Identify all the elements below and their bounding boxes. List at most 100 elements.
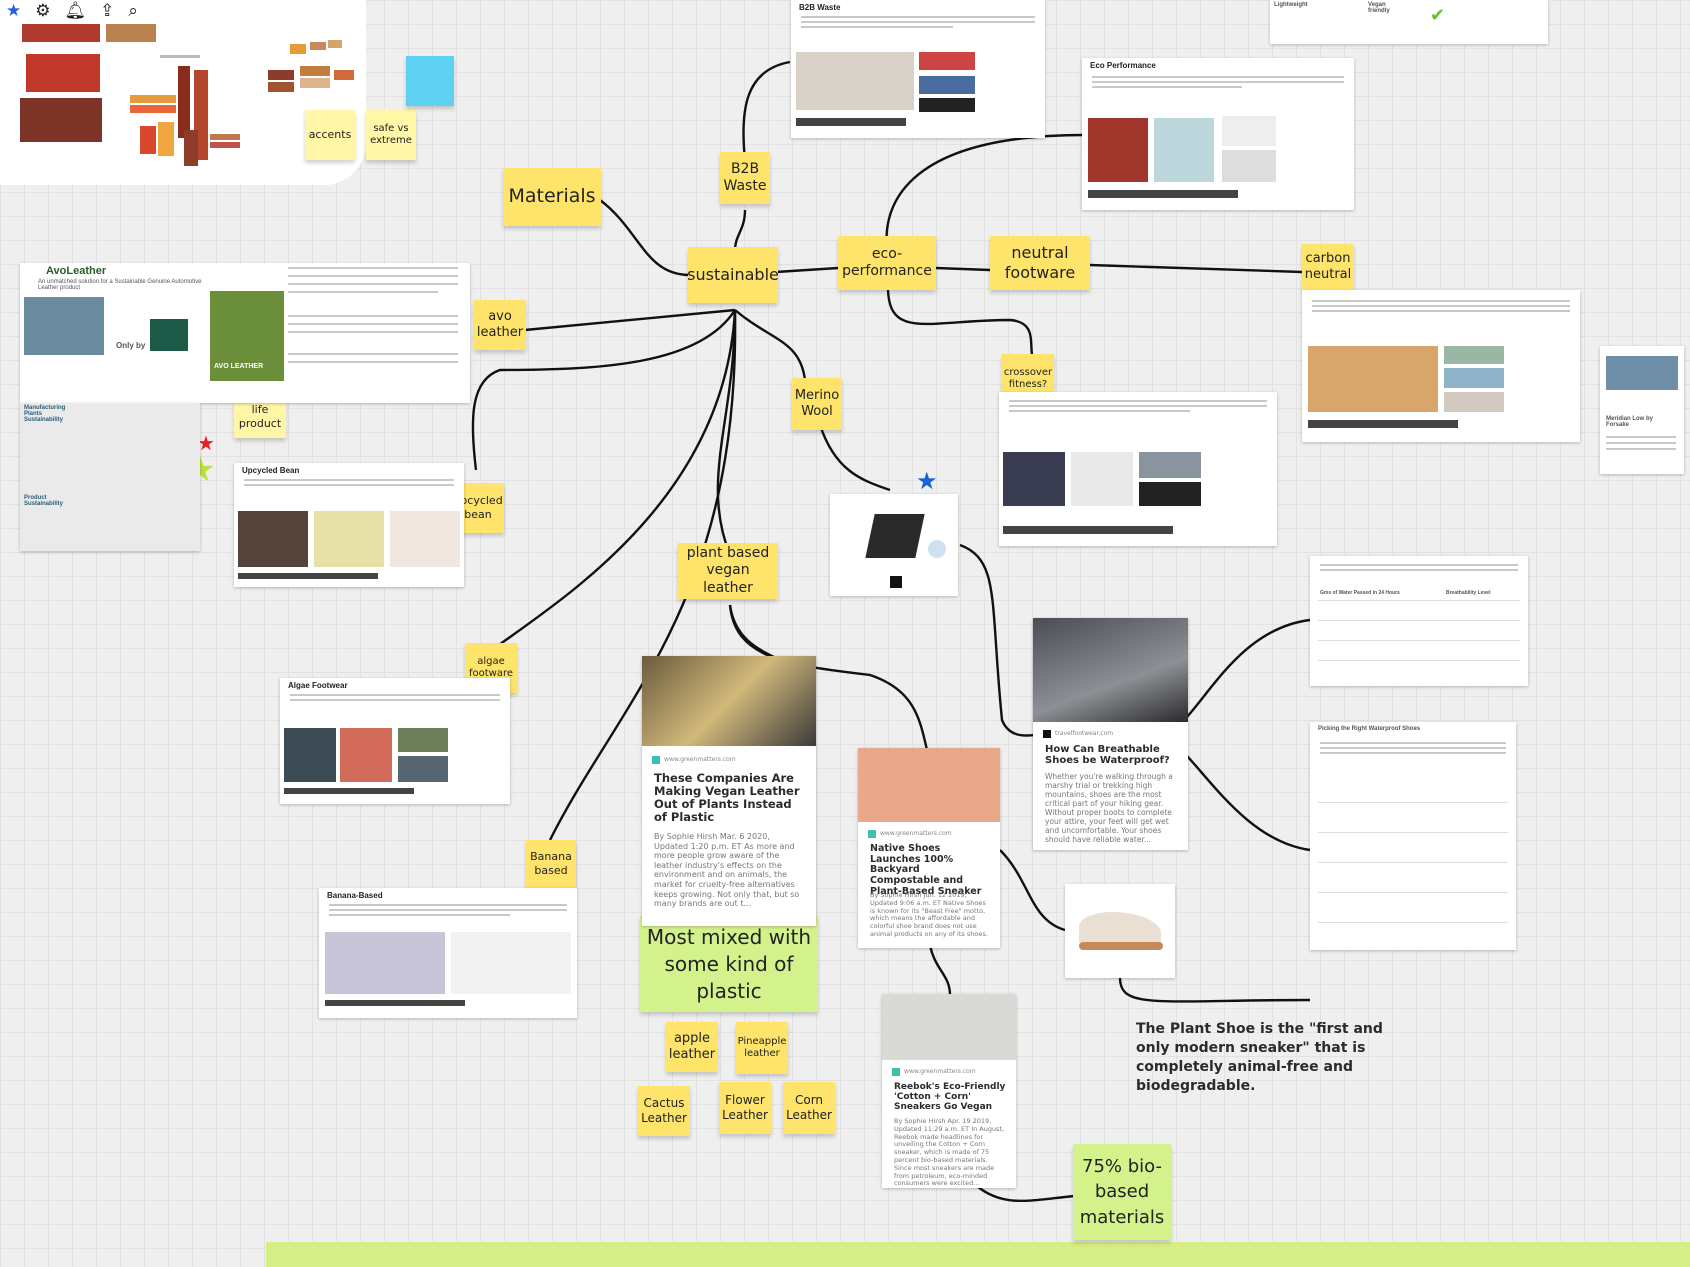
card-breathability-table[interactable]: Gms of Water Passed in 24 Hours Breathab… xyxy=(1310,556,1528,686)
card-merino-diagram[interactable] xyxy=(830,494,958,596)
avo-subtitle: An unmatched solution for a Sustainable … xyxy=(38,279,202,291)
card-top-right-features[interactable]: Lightweight Vegan friendly ✔ xyxy=(1270,0,1548,44)
article-vegan-leather[interactable]: www.greenmatters.com These Companies Are… xyxy=(642,656,816,926)
article-image xyxy=(858,748,1000,822)
sticky-banana-based[interactable]: Banana based xyxy=(526,840,576,888)
sticky-carbon-neutral[interactable]: carbon neutral xyxy=(1302,244,1354,290)
collage-image xyxy=(22,24,100,42)
connector xyxy=(935,266,991,272)
sticky-avo-leather[interactable]: avo leather xyxy=(474,300,526,350)
sticky-blue-note[interactable] xyxy=(406,56,454,106)
sticky-most-mixed-plastic[interactable]: Most mixed with some kind of plastic xyxy=(640,916,818,1012)
collage-bar xyxy=(130,95,176,103)
sticky-materials[interactable]: Materials xyxy=(503,168,601,226)
article-title: How Can Breathable Shoes be Waterproof? xyxy=(1045,744,1170,767)
connector xyxy=(818,424,891,492)
connector xyxy=(599,199,691,277)
layer-diagram xyxy=(928,540,946,558)
article-breathable-waterproof[interactable]: travelfootwear.com How Can Breathable Sh… xyxy=(1033,618,1188,850)
connector xyxy=(775,266,839,274)
sticky-cactus-leather[interactable]: Cactus Leather xyxy=(638,1086,690,1136)
connector xyxy=(733,209,747,251)
table-header-water: Gms of Water Passed in 24 Hours xyxy=(1320,590,1400,596)
article-body: Whether you're walking through a marshy … xyxy=(1045,772,1173,844)
card-photo xyxy=(238,511,308,567)
swatch xyxy=(268,82,294,92)
sticky-flower-leather[interactable]: Flower Leather xyxy=(719,1082,771,1134)
swatch xyxy=(328,40,342,48)
article-source: www.greenmatters.com xyxy=(904,1068,976,1075)
card-icons-row xyxy=(1308,420,1458,428)
card-upcycled-bean[interactable]: Upcycled Bean xyxy=(234,463,464,587)
card-photo xyxy=(1444,368,1504,388)
card-carbon-neutral[interactable] xyxy=(1302,290,1580,442)
collage-chart-title xyxy=(160,55,200,58)
bottom-band xyxy=(266,1242,1690,1267)
card-icons-row xyxy=(796,118,906,126)
share-upload-icon[interactable]: ⇪ xyxy=(100,1,115,20)
card-icons-row xyxy=(1088,190,1238,198)
sticky-merino-wool[interactable]: Merino Wool xyxy=(792,378,842,430)
card-icons-row xyxy=(325,1000,465,1006)
avo-product-image xyxy=(210,291,284,381)
sticky-pineapple-leather[interactable]: Pineapple leather xyxy=(736,1022,788,1074)
layer-diagram xyxy=(865,514,925,558)
source-icon xyxy=(1043,730,1051,738)
article-image xyxy=(1033,618,1188,722)
card-photo xyxy=(1139,452,1201,478)
meridian-title: Meridian Low by Forsake xyxy=(1606,416,1654,428)
image-plant-shoe[interactable] xyxy=(1065,884,1175,978)
sticky-b2b-waste[interactable]: B2B Waste xyxy=(720,152,770,204)
sticky-apple-leather[interactable]: apple leather xyxy=(666,1022,718,1072)
avo-side-manufacturing: Manufacturing Plants Sustainability xyxy=(24,405,66,423)
avo-title: AvoLeather xyxy=(46,265,107,277)
card-photo xyxy=(284,728,336,782)
source-icon xyxy=(652,756,660,764)
article-image xyxy=(882,994,1016,1060)
card-photo xyxy=(1222,116,1276,146)
search-icon[interactable]: ⌕ xyxy=(128,1,138,20)
connector xyxy=(999,849,1066,932)
card-b2b-waste[interactable]: B2B Waste xyxy=(791,0,1045,138)
card-avo-leather-details[interactable]: Manufacturing Plants Sustainability Prod… xyxy=(20,403,200,551)
swatch xyxy=(300,78,330,88)
card-algae-footwear[interactable]: Algae Footwear xyxy=(280,678,510,804)
swatch xyxy=(334,70,354,80)
sticky-plant-based-vegan-leather[interactable]: plant based vegan leather xyxy=(678,543,778,599)
collage-bar xyxy=(178,66,190,138)
card-eco-performance[interactable]: Eco Performance xyxy=(1082,58,1354,210)
source-icon xyxy=(892,1068,900,1076)
feature-vegan-friendly: Vegan friendly xyxy=(1368,2,1390,14)
article-body: By Sophie Hirsh Apr. 19 2019, Updated 11… xyxy=(894,1117,1005,1188)
sticky-bio-based-materials[interactable]: 75% bio-based materials xyxy=(1073,1144,1171,1240)
card-title: Banana-Based xyxy=(327,891,383,900)
card-waterproof-table[interactable]: Picking the Right Waterproof Shoes xyxy=(1310,722,1516,950)
sticky-sustainable[interactable]: sustainable xyxy=(687,247,779,303)
article-reebok-cotton-corn[interactable]: www.greenmatters.com Reebok's Eco-Friend… xyxy=(882,994,1016,1188)
card-photo xyxy=(1308,346,1438,412)
card-photo xyxy=(796,52,914,110)
sticky-eco-performance[interactable]: eco-performance xyxy=(838,236,936,290)
card-photo xyxy=(919,98,975,112)
card-banana-based[interactable]: Banana-Based xyxy=(319,888,577,1018)
card-crossover-fitness[interactable] xyxy=(999,392,1277,546)
article-source: travelfootwear.com xyxy=(1055,730,1114,737)
card-meridian-shoe[interactable]: Meridian Low by Forsake xyxy=(1600,346,1684,474)
article-body: By Sophie Hirsh Jun. 12 2019, Updated 9:… xyxy=(870,891,988,938)
feature-lightweight: Lightweight xyxy=(1274,2,1308,8)
avo-logo xyxy=(150,319,188,351)
star-icon[interactable]: ★ xyxy=(6,1,22,20)
connector xyxy=(1089,263,1303,274)
sticky-accents[interactable]: accents xyxy=(305,110,355,160)
sticky-neutral-footware[interactable]: neutral footware xyxy=(990,236,1090,290)
card-photo xyxy=(1088,118,1148,182)
bell-icon[interactable]: 🔔︎ xyxy=(64,1,87,20)
table-header-breathability: Breathability Level xyxy=(1446,590,1491,596)
card-avo-leather[interactable]: AvoLeather An unmatched solution for a S… xyxy=(20,263,470,403)
gear-icon[interactable]: ⚙ xyxy=(35,1,51,20)
article-native-shoes[interactable]: www.greenmatters.com Native Shoes Launch… xyxy=(858,748,1000,948)
sticky-corn-leather[interactable]: Corn Leather xyxy=(783,1082,835,1134)
card-title: B2B Waste xyxy=(799,3,841,12)
connector xyxy=(524,308,736,332)
sticky-safe-vs-extreme[interactable]: safe vs extreme xyxy=(366,110,416,160)
